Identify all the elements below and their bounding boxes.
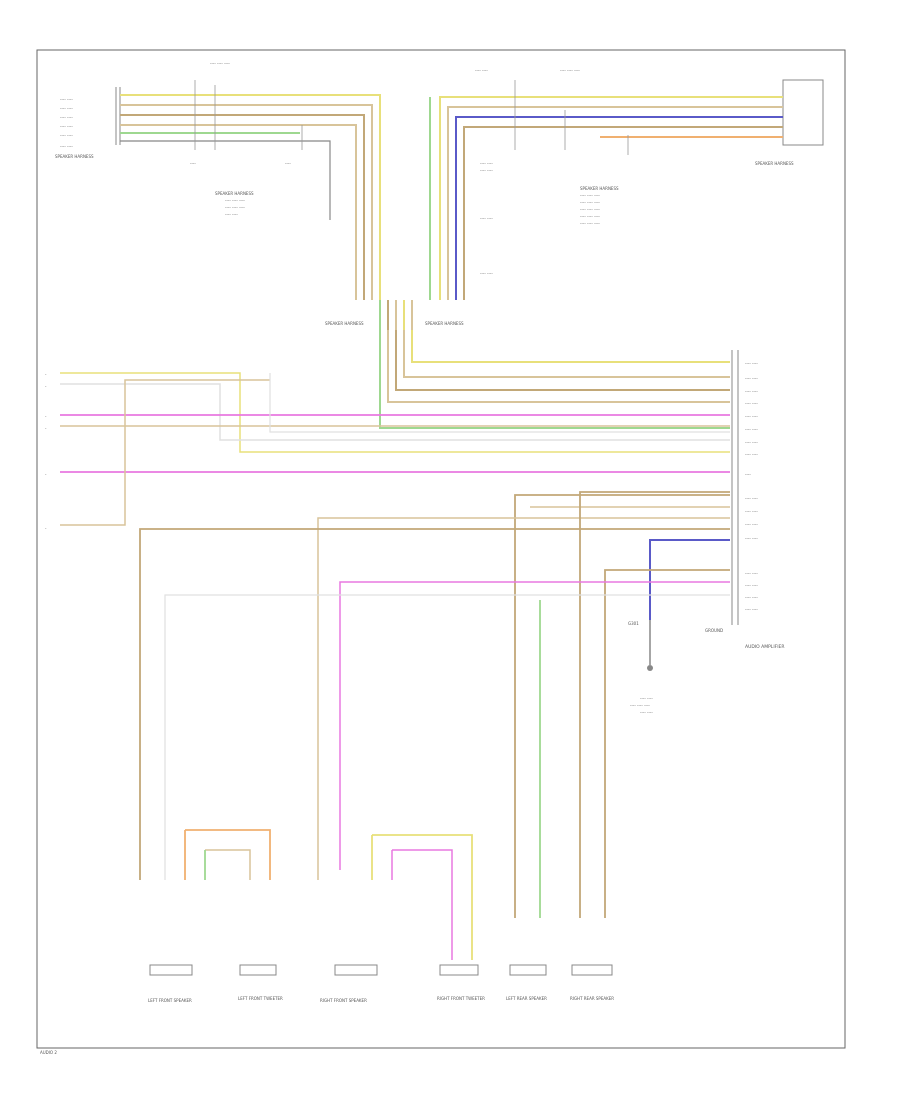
svg-text:---- ---- ----: ---- ---- ----: [630, 703, 650, 708]
svg-text:---- ---- ----: ---- ---- ----: [580, 214, 600, 219]
svg-text:---- ----: ---- ----: [745, 536, 758, 541]
top-left-harness-label: SPEAKER HARNESS: [55, 154, 94, 159]
svg-text:---- ----: ---- ----: [745, 496, 758, 501]
left-front-tweeter-label: LEFT FRONT TWEETER: [238, 996, 283, 1001]
svg-text:---- ----: ---- ----: [745, 361, 758, 366]
svg-text:---- ----: ---- ----: [745, 607, 758, 612]
svg-text:---- ---- ----: ---- ---- ----: [580, 193, 600, 198]
svg-text:---- ----: ---- ----: [745, 376, 758, 381]
top-right-harness-label: SPEAKER HARNESS: [755, 161, 794, 166]
svg-text:---- ----: ---- ----: [480, 216, 493, 221]
svg-text:-: -: [45, 372, 47, 377]
svg-text:---- ----: ---- ----: [640, 696, 653, 701]
svg-text:---- ----: ---- ----: [60, 106, 73, 111]
right-pass-note: SPEAKER HARNESS: [580, 186, 619, 191]
diagram-frame: [36, 49, 846, 1049]
left-bus: - - - - - -: [45, 372, 730, 531]
right-front-tweeter-label: RIGHT FRONT TWEETER: [437, 996, 485, 1001]
svg-text:---- ----: ---- ----: [475, 68, 488, 73]
svg-text:-: -: [45, 426, 47, 431]
ground-label: GROUND: [705, 628, 723, 633]
center-right-connector-label: SPEAKER HARNESS: [425, 321, 464, 326]
svg-text:----: ----: [190, 161, 196, 166]
svg-text:---- ----: ---- ----: [745, 509, 758, 514]
svg-text:---- ----: ---- ----: [745, 427, 758, 432]
svg-text:---- ----: ---- ----: [60, 133, 73, 138]
svg-text:---- ----: ---- ----: [745, 414, 758, 419]
svg-text:-: -: [45, 472, 47, 477]
svg-text:----: ----: [285, 161, 291, 166]
audio-amplifier: ---- ---- ---- ---- ---- ---- ---- ---- …: [705, 350, 785, 650]
center-left-connector-label: SPEAKER HARNESS: [325, 321, 364, 326]
svg-text:---- ----: ---- ----: [745, 595, 758, 600]
svg-text:---- ----: ---- ----: [745, 522, 758, 527]
svg-text:---- ----: ---- ----: [480, 161, 493, 166]
left-front-speaker: LEFT FRONT SPEAKER LEFT FRONT TWEETER: [148, 829, 283, 1003]
svg-text:---- ----: ---- ----: [480, 168, 493, 173]
svg-text:---- ---- ----: ---- ---- ----: [225, 205, 245, 210]
svg-text:---- ---- ----: ---- ---- ----: [560, 68, 580, 73]
right-front-speaker-label: RIGHT FRONT SPEAKER: [320, 998, 367, 1003]
svg-text:---- ----: ---- ----: [745, 440, 758, 445]
svg-text:---- ----: ---- ----: [480, 271, 493, 276]
svg-text:---- ----: ---- ----: [60, 144, 73, 149]
speaker-feed-wires: G301 ---- ---- ---- ---- ---- ---- ----: [139, 491, 730, 918]
left-rear-speaker-label: LEFT REAR SPEAKER: [506, 996, 547, 1001]
center-bus: [379, 300, 730, 429]
svg-text:---- ----: ---- ----: [745, 452, 758, 457]
audio-amplifier-label: AUDIO AMPLIFIER: [745, 644, 785, 650]
svg-text:---- ----: ---- ----: [60, 124, 73, 129]
svg-text:---- ----: ---- ----: [745, 401, 758, 406]
svg-text:---- ----: ---- ----: [745, 571, 758, 576]
right-front-speaker: RIGHT FRONT SPEAKER RIGHT FRONT TWEETER: [320, 834, 485, 1003]
svg-text:---- ----: ---- ----: [60, 115, 73, 120]
svg-text:---- ----: ---- ----: [225, 212, 238, 217]
svg-text:---- ---- ----: ---- ---- ----: [225, 198, 245, 203]
top-right-harness: SPEAKER HARNESS ---- ---- ---- ---- ----…: [429, 68, 824, 300]
svg-text:---- ----: ---- ----: [640, 710, 653, 715]
svg-text:----: ----: [745, 472, 751, 477]
ground-ref-label: G301: [628, 621, 639, 626]
svg-text:-: -: [45, 414, 47, 419]
svg-text:---- ---- ----: ---- ---- ----: [580, 200, 600, 205]
right-rear-speaker: RIGHT REAR SPEAKER: [570, 964, 614, 1001]
svg-text:---- ---- ----: ---- ---- ----: [580, 221, 600, 226]
svg-text:---- ----: ---- ----: [745, 389, 758, 394]
svg-text:-: -: [45, 384, 47, 389]
svg-text:---- ----: ---- ----: [60, 97, 73, 102]
svg-text:---- ---- ----: ---- ---- ----: [580, 207, 600, 212]
svg-text:---- ---- ----: ---- ---- ----: [210, 61, 230, 66]
top-left-harness: ---- ---- ---- ---- ---- ---- ---- ---- …: [55, 61, 381, 300]
right-rear-speaker-label: RIGHT REAR SPEAKER: [570, 996, 614, 1001]
page-ref: AUDIO 2: [40, 1050, 57, 1055]
left-rear-speaker: LEFT REAR SPEAKER: [506, 964, 547, 1001]
left-front-speaker-label: LEFT FRONT SPEAKER: [148, 998, 192, 1003]
svg-text:---- ----: ---- ----: [745, 583, 758, 588]
left-pass-note: SPEAKER HARNESS: [215, 191, 254, 196]
svg-text:-: -: [45, 526, 47, 531]
